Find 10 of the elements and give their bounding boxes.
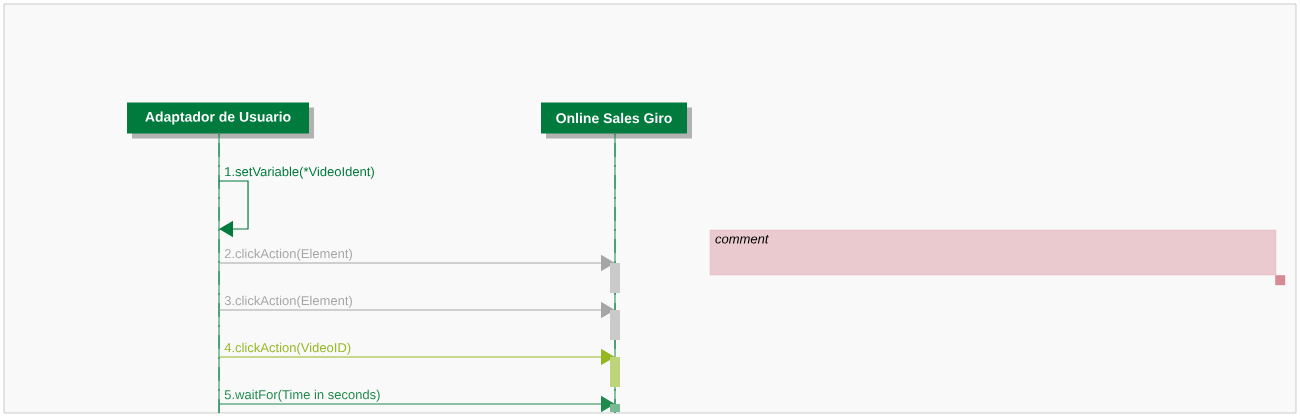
- self-message-arrow: [218, 180, 249, 238]
- participant-box: Adaptador de Usuario: [127, 102, 314, 139]
- message-label: 1.setVariable(*VideoIdent): [225, 166, 374, 179]
- message-label: 4.clickAction(VideoID): [224, 342, 351, 355]
- message-label: 2.clickAction(Element): [224, 248, 352, 261]
- message-label: 3.clickAction(Element): [224, 295, 352, 308]
- participant-box: Online Sales Giro: [541, 102, 692, 139]
- comment-note: comment: [709, 229, 1286, 286]
- message-label: 5.waitFor(Time in seconds): [224, 389, 380, 402]
- lifeline: [218, 133, 220, 414]
